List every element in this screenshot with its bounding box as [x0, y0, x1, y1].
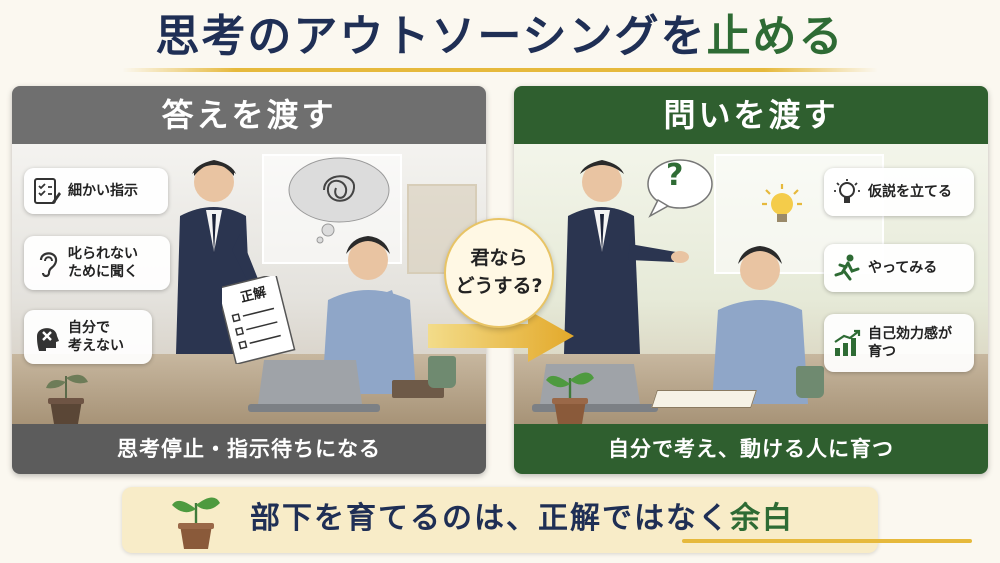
notebook — [651, 390, 757, 408]
chip-label: 自己効力感が 育つ — [868, 326, 952, 360]
sprout-pot-icon — [172, 497, 220, 549]
right-panel: 問いを渡す ? — [514, 86, 988, 474]
conclusion-banner: 部下を育てるのは、正解ではなく余白 — [122, 487, 972, 553]
tangled-thought-cloud — [288, 157, 390, 244]
left-panel-footer: 思考停止・指示待ちになる — [12, 424, 486, 474]
mug — [796, 366, 824, 398]
chip-self-efficacy: 自己効力感が 育つ — [824, 314, 974, 372]
right-panel-footer: 自分で考え、動ける人に育つ — [514, 424, 988, 474]
speech-bubble-icon — [647, 159, 713, 218]
healthy-sprout-icon — [546, 372, 594, 424]
conclusion-accent: 余白 — [730, 501, 794, 536]
title-accent: 止める — [706, 11, 845, 62]
question-mark: ? — [666, 158, 684, 193]
chip-detailed-instructions: 細かい指示 — [24, 168, 168, 214]
transition-arrow-icon — [428, 310, 574, 362]
answer-document — [222, 276, 296, 364]
checklist-icon — [34, 178, 61, 204]
page-title: 思考のアウトソーシングを止める — [0, 6, 1000, 68]
ear-icon — [39, 252, 58, 278]
conclusion-underline — [682, 539, 972, 543]
chip-label: 自分で 考えない — [68, 320, 124, 354]
conclusion-text: 部下を育てるのは、正解ではなく余白 — [250, 487, 794, 553]
conclusion-main: 部下を育てるのは、正解ではなく — [250, 501, 730, 536]
chip-label: 叱られない ために聞く — [68, 246, 138, 280]
right-scene: ? — [514, 144, 988, 424]
wilted-sprout-icon — [46, 374, 88, 424]
laptop — [248, 360, 380, 412]
standing-manager-figure — [564, 160, 689, 354]
chip-label: 細かい指示 — [68, 183, 138, 199]
chip-try-it: やってみる — [824, 244, 974, 292]
left-panel: 答えを渡す 正解 — [12, 86, 486, 474]
right-panel-heading: 問いを渡す — [514, 86, 988, 144]
left-panel-heading: 答えを渡す — [12, 86, 486, 144]
growth-chart-icon — [834, 329, 861, 356]
idea-lightbulb-icon — [762, 184, 802, 222]
title-main: 思考のアウトソーシングを — [155, 11, 707, 62]
chip-form-hypothesis: 仮説を立てる — [824, 168, 974, 216]
head-x-icon — [37, 328, 59, 351]
lightbulb-icon — [834, 179, 860, 203]
mug — [428, 356, 456, 388]
chip-label: 仮説を立てる — [868, 184, 952, 200]
left-scene: 正解 — [12, 144, 486, 424]
seated-employee-figure — [712, 246, 808, 404]
chip-asking-to-avoid-scolding: 叱られない ために聞く — [24, 236, 170, 290]
center-question-bubble: 君なら どうする? — [444, 218, 554, 328]
chip-label: やってみる — [868, 260, 938, 276]
title-underline — [122, 68, 878, 72]
chip-not-thinking: 自分で 考えない — [24, 310, 152, 364]
running-person-icon — [834, 254, 860, 281]
